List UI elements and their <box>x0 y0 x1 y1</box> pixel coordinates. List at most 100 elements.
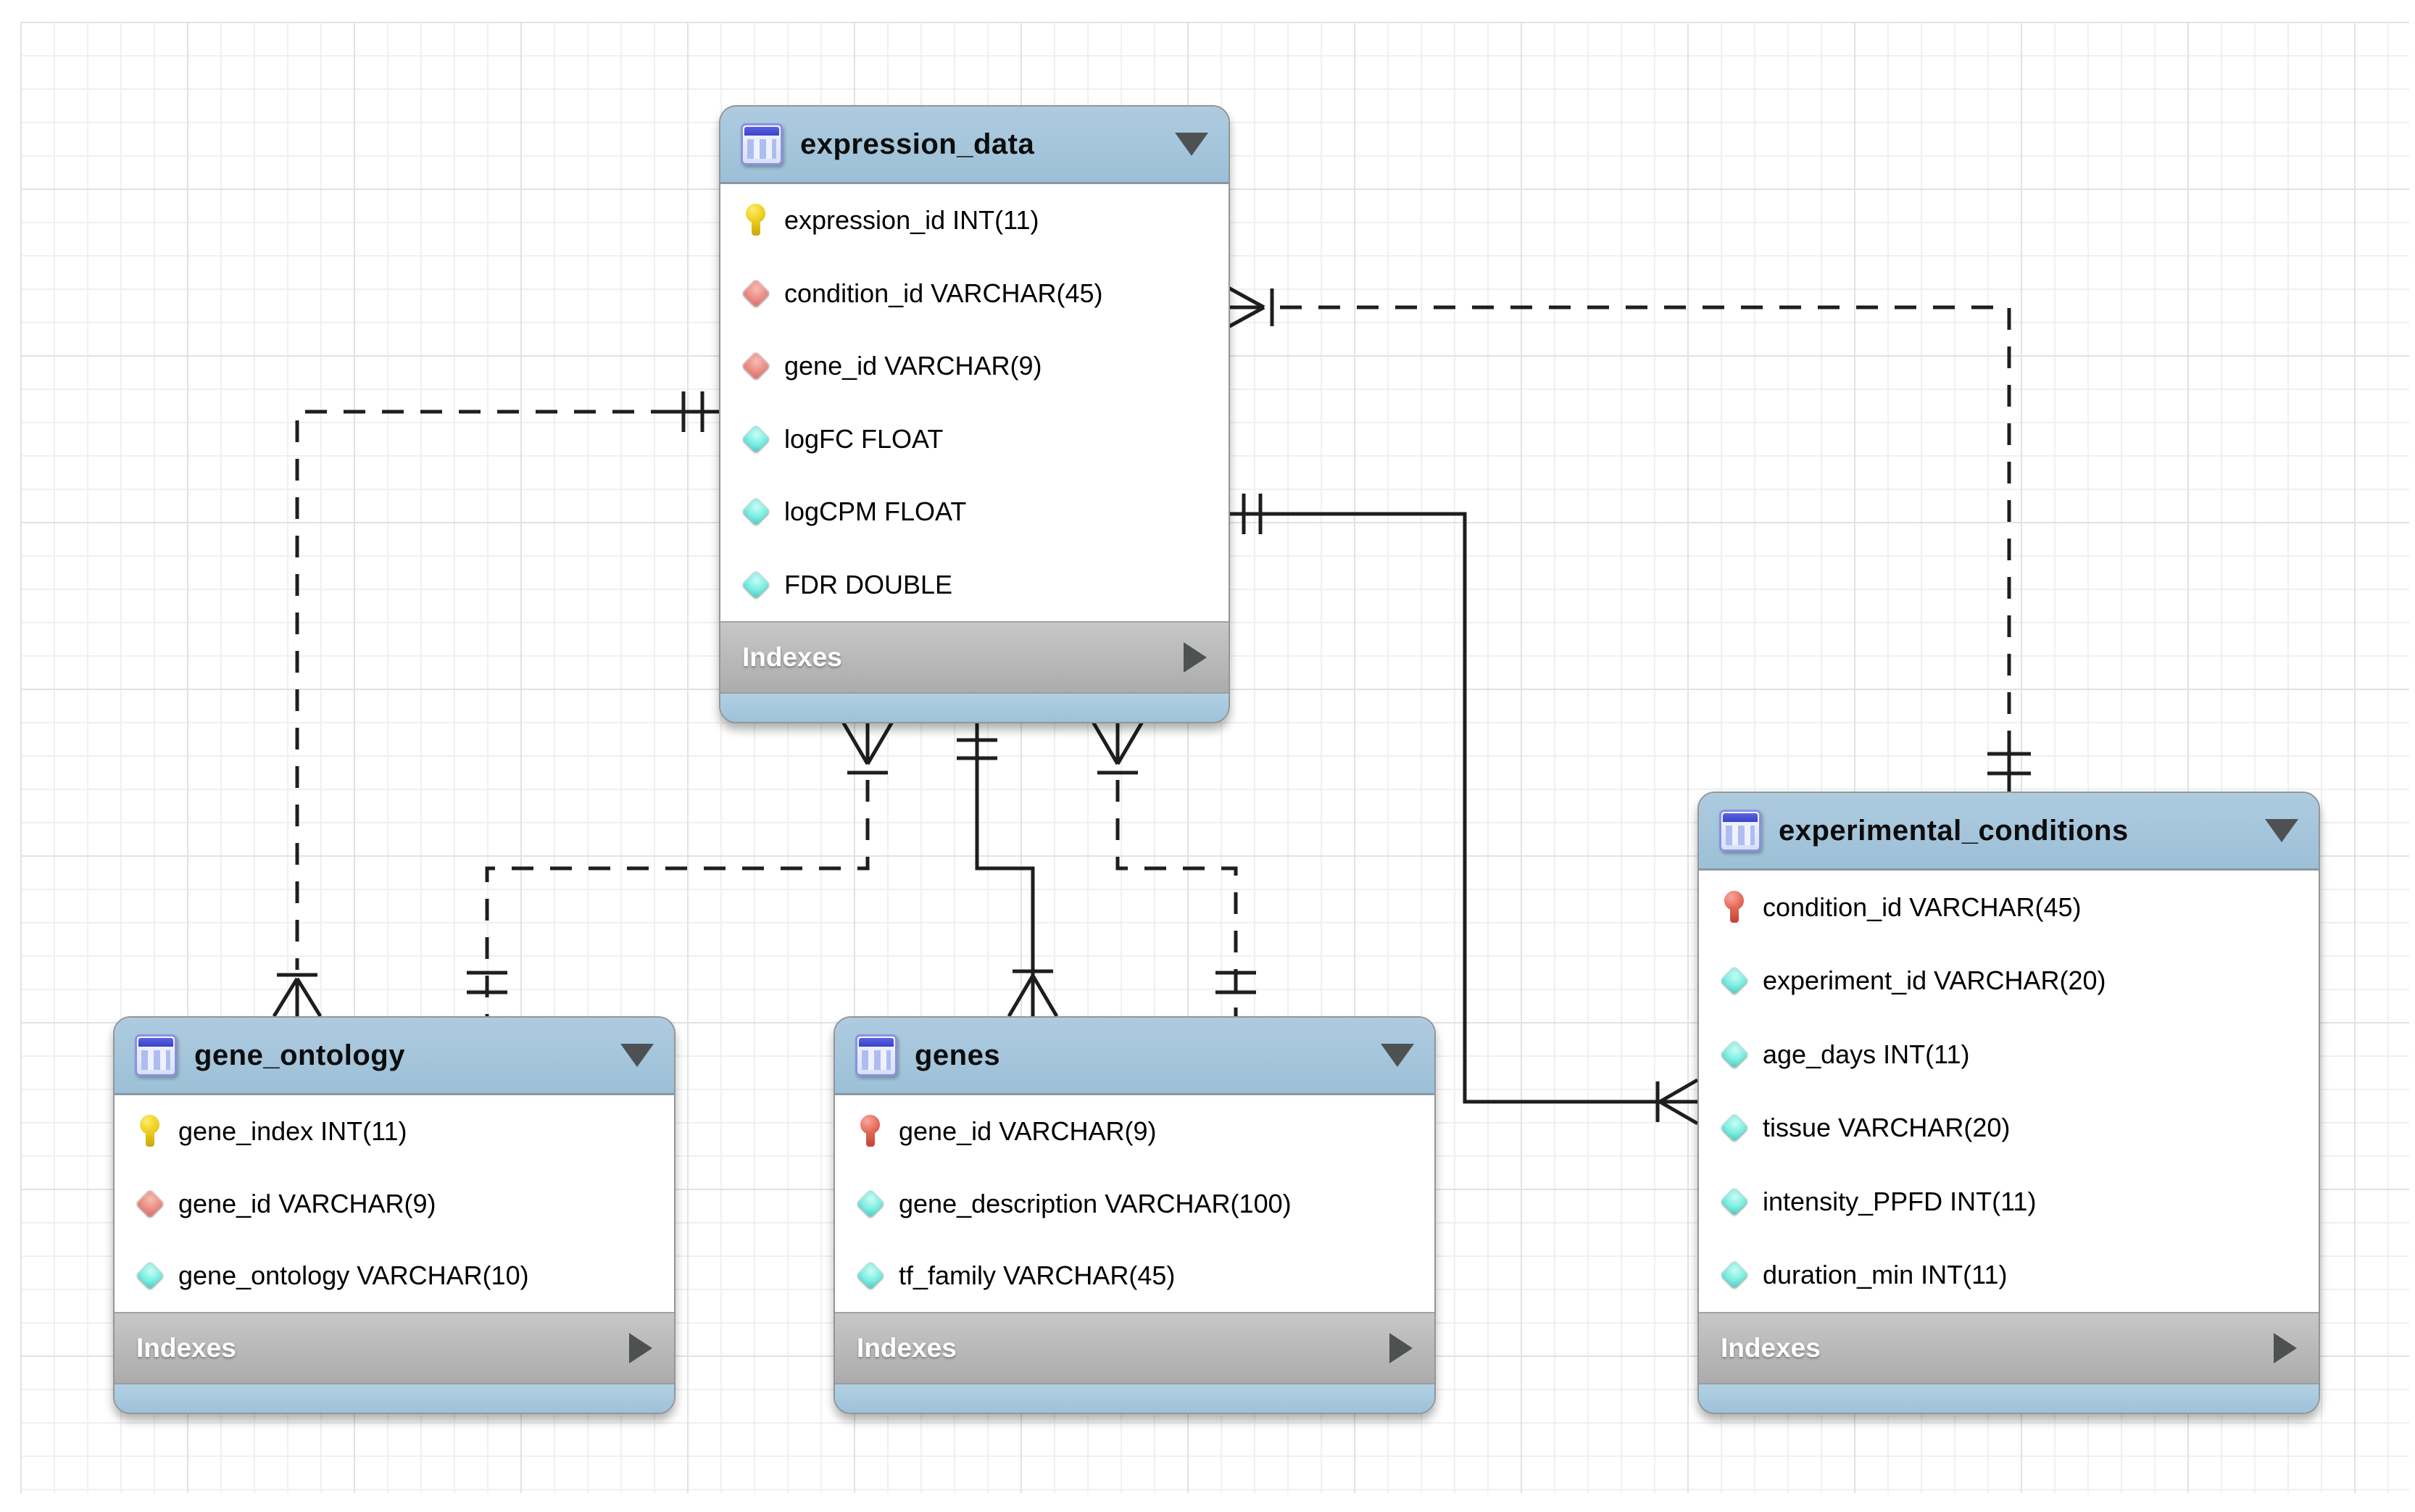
column-row[interactable]: intensity_PPFD INT(11) <box>1718 1165 2304 1239</box>
column-row[interactable]: FDR DOUBLE <box>739 549 1214 622</box>
table-title: gene_ontology <box>194 1039 405 1071</box>
table-footer-strip <box>1699 1384 2319 1413</box>
expand-right-icon[interactable] <box>629 1333 652 1363</box>
collapse-arrow-icon[interactable] <box>2265 819 2298 842</box>
column-row[interactable]: tf_family VARCHAR(45) <box>854 1239 1420 1312</box>
column-label: gene_index INT(11) <box>178 1116 407 1146</box>
expand-right-icon[interactable] <box>2274 1333 2297 1363</box>
column-row[interactable]: logFC FLOAT <box>739 403 1214 476</box>
column-label: intensity_PPFD INT(11) <box>1763 1186 2037 1216</box>
table-header[interactable]: gene_ontology <box>115 1018 674 1095</box>
column-label: duration_min INT(11) <box>1763 1260 2008 1290</box>
diamond-cyan-icon <box>133 1255 167 1297</box>
table-footer-strip <box>835 1384 1434 1413</box>
table-footer-strip <box>720 694 1229 722</box>
indexes-label: Indexes <box>1721 1333 1821 1363</box>
column-label: condition_id VARCHAR(45) <box>1763 892 2082 922</box>
table-icon <box>1719 810 1761 852</box>
column-row[interactable]: expression_id INT(11) <box>739 184 1214 257</box>
table-icon <box>855 1034 897 1076</box>
table-title: experimental_conditions <box>1779 814 2129 847</box>
column-row[interactable]: logCPM FLOAT <box>739 475 1214 549</box>
diamond-cyan-icon <box>1718 1181 1751 1223</box>
column-label: gene_id VARCHAR(9) <box>784 351 1042 381</box>
table-genes[interactable]: genes gene_id VARCHAR(9) gene_description… <box>834 1016 1436 1414</box>
column-row[interactable]: gene_ontology VARCHAR(10) <box>133 1239 660 1312</box>
key-yellow-icon <box>739 199 773 241</box>
column-row[interactable]: condition_id VARCHAR(45) <box>739 257 1214 331</box>
column-row[interactable]: tissue VARCHAR(20) <box>1718 1092 2304 1166</box>
table-title: expression_data <box>800 128 1035 160</box>
collapse-arrow-icon[interactable] <box>620 1044 654 1067</box>
column-label: tf_family VARCHAR(45) <box>899 1260 1176 1291</box>
table-footer-strip <box>115 1384 674 1413</box>
diamond-cyan-icon <box>1718 1034 1751 1076</box>
indexes-label: Indexes <box>136 1333 236 1363</box>
table-header[interactable]: expression_data <box>720 107 1229 184</box>
table-expression_data[interactable]: expression_data expression_id INT(11) con… <box>719 105 1230 723</box>
column-row[interactable]: gene_description VARCHAR(100) <box>854 1168 1420 1240</box>
relationship-expression-ontology-left-dashed[interactable] <box>272 391 720 1018</box>
relationship-expression-genes-bottom-dashed[interactable] <box>1091 720 1256 1016</box>
diamond-cyan-icon <box>854 1255 887 1297</box>
diamond-red-icon <box>739 273 773 315</box>
column-label: age_days INT(11) <box>1763 1039 1970 1069</box>
diamond-cyan-icon <box>1718 1254 1751 1296</box>
expand-right-icon[interactable] <box>1184 642 1207 673</box>
column-row[interactable]: gene_id VARCHAR(9) <box>739 330 1214 403</box>
columns-list: gene_id VARCHAR(9) gene_description VARCH… <box>835 1095 1434 1312</box>
column-row[interactable]: gene_id VARCHAR(9) <box>133 1168 660 1240</box>
relationship-expression-conditions-solid[interactable] <box>1227 494 1699 1126</box>
indexes-bar[interactable]: Indexes <box>1699 1312 2319 1384</box>
collapse-arrow-icon[interactable] <box>1175 133 1208 156</box>
column-row[interactable]: condition_id VARCHAR(45) <box>1718 871 2304 944</box>
diamond-cyan-icon <box>739 418 773 460</box>
column-label: gene_id VARCHAR(9) <box>178 1188 436 1218</box>
indexes-bar[interactable]: Indexes <box>720 621 1229 694</box>
key-yellow-icon <box>133 1110 167 1152</box>
table-icon <box>135 1034 177 1076</box>
column-label: tissue VARCHAR(20) <box>1763 1113 2011 1143</box>
relationship-expression-ontology-bottom-dashed[interactable] <box>467 720 894 1016</box>
table-icon <box>741 123 783 165</box>
table-experimental_conditions[interactable]: experimental_conditions condition_id VAR… <box>1697 792 2320 1414</box>
column-label: expression_id INT(11) <box>784 205 1039 236</box>
column-label: gene_ontology VARCHAR(10) <box>178 1260 529 1291</box>
indexes-label: Indexes <box>742 642 842 672</box>
indexes-bar[interactable]: Indexes <box>835 1312 1434 1384</box>
column-row[interactable]: age_days INT(11) <box>1718 1018 2304 1092</box>
column-label: condition_id VARCHAR(45) <box>784 278 1103 308</box>
table-title: genes <box>915 1039 1001 1071</box>
columns-list: gene_index INT(11) gene_id VARCHAR(9) gene… <box>115 1095 674 1312</box>
collapse-arrow-icon[interactable] <box>1381 1044 1414 1067</box>
key-red-icon <box>1718 886 1751 929</box>
column-row[interactable]: duration_min INT(11) <box>1718 1239 2304 1313</box>
relationship-expression-genes-solid[interactable] <box>957 720 1059 1018</box>
column-label: gene_id VARCHAR(9) <box>899 1116 1157 1146</box>
column-label: logFC FLOAT <box>784 423 944 454</box>
column-row[interactable]: gene_id VARCHAR(9) <box>854 1095 1420 1168</box>
indexes-bar[interactable]: Indexes <box>115 1312 674 1384</box>
column-row[interactable]: gene_index INT(11) <box>133 1095 660 1168</box>
columns-list: condition_id VARCHAR(45) experiment_id VA… <box>1699 871 2319 1312</box>
table-header[interactable]: experimental_conditions <box>1699 793 2319 871</box>
column-label: experiment_id VARCHAR(20) <box>1763 965 2106 996</box>
indexes-label: Indexes <box>857 1333 957 1363</box>
diamond-cyan-icon <box>739 564 773 606</box>
diamond-cyan-icon <box>1718 1107 1751 1149</box>
key-red-icon <box>854 1110 887 1152</box>
diamond-cyan-icon <box>739 491 773 533</box>
diamond-cyan-icon <box>854 1183 887 1225</box>
expand-right-icon[interactable] <box>1389 1333 1413 1363</box>
relationship-conditions-expression-dashed[interactable] <box>1226 285 2031 792</box>
diamond-cyan-icon <box>1718 960 1751 1002</box>
table-header[interactable]: genes <box>835 1018 1434 1095</box>
column-label: FDR DOUBLE <box>784 569 953 599</box>
diamond-red-icon <box>133 1183 167 1225</box>
columns-list: expression_id INT(11) condition_id VARCHA… <box>720 184 1229 621</box>
diamond-red-icon <box>739 345 773 387</box>
table-gene_ontology[interactable]: gene_ontology gene_index INT(11) gene_id … <box>113 1016 676 1414</box>
column-row[interactable]: experiment_id VARCHAR(20) <box>1718 944 2304 1018</box>
column-label: gene_description VARCHAR(100) <box>899 1188 1292 1218</box>
